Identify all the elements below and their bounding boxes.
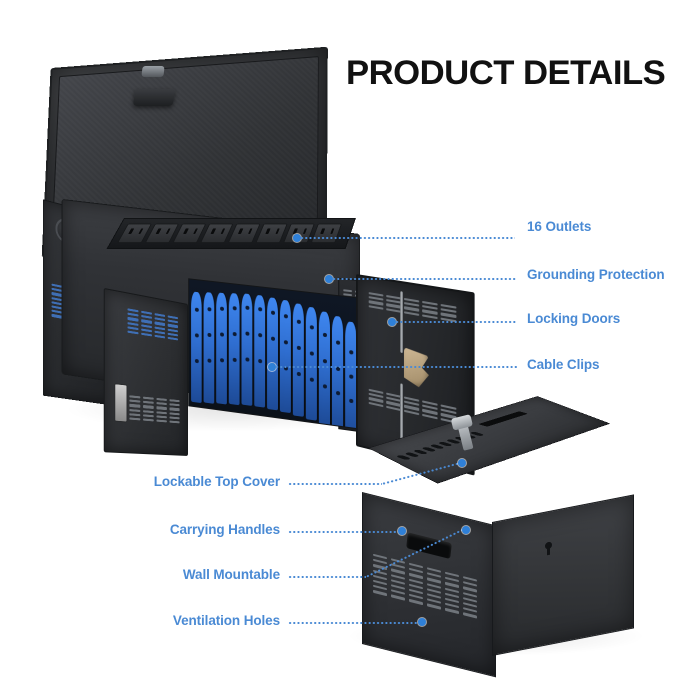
callout-label-wall-mountable: Wall Mountable <box>182 567 280 582</box>
product-image-open-cabinet <box>38 46 488 476</box>
leader-grounding <box>332 278 517 280</box>
leader-locking-doors <box>395 321 517 323</box>
tablet-divider <box>267 297 278 411</box>
callout-dot-grounding <box>325 275 333 283</box>
callout-label-lockable-top-cover: Lockable Top Cover <box>153 474 280 489</box>
wall-mount-keyhole-icon <box>545 541 552 550</box>
right-door-vents-lower <box>368 388 457 424</box>
callout-label-16-outlets: 16 Outlets <box>527 219 592 234</box>
leader-16-outlets <box>300 237 515 239</box>
tablet-divider <box>292 303 304 417</box>
leader-carrying-handles <box>288 531 400 533</box>
cabinet-front-face <box>492 494 634 656</box>
callout-label-carrying-handles: Carrying Handles <box>169 522 280 537</box>
callout-dot-carrying-handles <box>398 527 406 535</box>
tablet-divider <box>228 292 240 406</box>
right-door-vents-upper <box>368 292 457 323</box>
product-image-closed-cabinet <box>346 396 646 678</box>
callout-dot-ventilation-holes <box>418 618 426 626</box>
callout-dot-lockable-top-cover <box>458 459 466 467</box>
tablet-divider <box>191 291 202 404</box>
leader-ventilation-holes <box>288 622 422 624</box>
tablet-divider <box>279 299 291 414</box>
tablet-divider <box>345 321 357 431</box>
outlet-icon <box>310 223 343 244</box>
left-door-handle <box>114 383 128 423</box>
tablet-divider <box>318 311 330 426</box>
callout-dot-locking-doors <box>388 318 396 326</box>
door-lock-handle <box>404 347 429 389</box>
page-title: PRODUCT DETAILS <box>346 54 666 92</box>
left-door-vents-upper <box>127 308 178 341</box>
callout-dot-wall-mountable <box>462 526 470 534</box>
callout-label-grounding-protection: Grounding Protection <box>527 267 665 282</box>
callout-dot-cable-clips <box>268 363 276 371</box>
left-cabinet-door <box>103 287 188 456</box>
tablet-divider <box>216 292 227 405</box>
lock-rod-lower <box>400 383 404 444</box>
callout-dot-16-outlets <box>293 234 301 242</box>
lid-handle <box>132 89 176 106</box>
left-door-vents-lower <box>129 395 180 424</box>
top-cover-slot <box>478 411 529 427</box>
power-outlet-strip <box>106 218 356 249</box>
tablet-divider <box>332 315 344 431</box>
lid-lock-icon <box>141 66 165 77</box>
leader-cable-clips <box>275 366 517 368</box>
leader-lockable-top-cover <box>288 483 382 485</box>
tablet-divider <box>254 294 266 408</box>
callout-label-ventilation-holes: Ventilation Holes <box>172 613 280 628</box>
tablet-divider <box>305 306 317 421</box>
tablet-divider <box>241 293 253 406</box>
cabinet-interior-slots <box>188 278 365 431</box>
callout-label-locking-doors: Locking Doors <box>527 311 621 326</box>
callout-label-cable-clips: Cable Clips <box>527 357 600 372</box>
tablet-divider <box>203 291 215 404</box>
leader-wall-mountable <box>288 576 366 578</box>
cabinet-side-face <box>362 492 496 678</box>
